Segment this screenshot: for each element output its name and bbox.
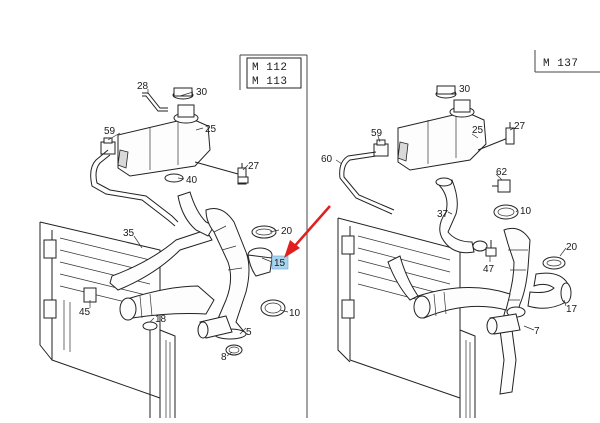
callout-47: 47 [483,264,495,275]
engine-code-m113: M 113 [252,76,288,88]
expansion-tank-right [397,85,487,171]
callout-25-right: 25 [472,125,484,136]
clamp-20-left [251,225,277,239]
callout-59: 59 [104,126,116,137]
leader-lines-left [89,89,289,357]
callout-20-right: 20 [566,242,578,253]
o-ring-8-left [225,344,243,356]
hose-17 [527,272,572,309]
right-panel: M 137 [321,50,600,418]
main-hose-7 [499,227,531,395]
coupler-18-left [197,315,233,339]
engine-code-m137: M 137 [543,58,579,70]
callout-59-right: 59 [371,128,383,139]
callout-27: 27 [248,161,260,172]
expansion-tank-left [117,87,211,177]
callout-35: 35 [123,228,135,239]
lower-hose-left [83,285,215,331]
bolt-45-left [83,287,97,303]
callout-8: 8 [221,352,227,363]
callout-30-right: 30 [459,84,471,95]
engine-code-m112: M 112 [252,62,288,74]
red-pointer-arrow [284,205,331,258]
callout-30: 30 [196,87,208,98]
callout-17: 17 [566,304,578,315]
clip-27-left [194,161,249,185]
hose-15-left [247,247,273,277]
sensor-59-left [100,137,116,155]
callout-27-right: 27 [514,121,526,132]
callout-28: 28 [137,81,149,92]
hose-37 [435,177,488,254]
sensor-59-right [373,139,389,157]
overflow-hose-60 [339,151,393,215]
clip-27-right [477,122,515,151]
bracket-28-left [142,92,168,109]
callout-15-highlight[interactable]: 15 [271,255,289,270]
callout-7: 7 [534,326,540,337]
lower-hose-right [387,255,511,319]
callout-60: 60 [321,154,333,165]
clamp-40-left [164,173,184,183]
clamp-10-right [493,204,519,220]
callout-5: 5 [246,327,252,338]
callout-62: 62 [496,167,508,178]
callout-40: 40 [186,175,198,186]
highlight-box [271,255,289,270]
coupler-right [486,313,521,335]
callout-20: 20 [281,226,293,237]
hose-35-left [109,229,213,291]
clamp-20-right [542,256,566,270]
engine-code-box-right: M 137 [534,50,600,73]
radiator-left [39,221,176,418]
leader-lines-right [335,91,567,331]
clamp-10-left [260,299,286,317]
callout-45: 45 [79,307,91,318]
callout-10-right: 10 [520,206,532,217]
callout-37: 37 [437,209,449,220]
fitting-47 [485,240,497,257]
callout-18: 18 [155,314,167,325]
callout-10: 10 [289,308,301,319]
clip-62 [492,179,511,193]
callout-15: 15 [274,258,286,269]
overflow-hose-left [90,149,176,227]
engine-code-box-left: M 112 M 113 [246,57,302,89]
callout-25: 25 [205,124,217,135]
left-panel: M 112 M 113 [39,54,331,418]
